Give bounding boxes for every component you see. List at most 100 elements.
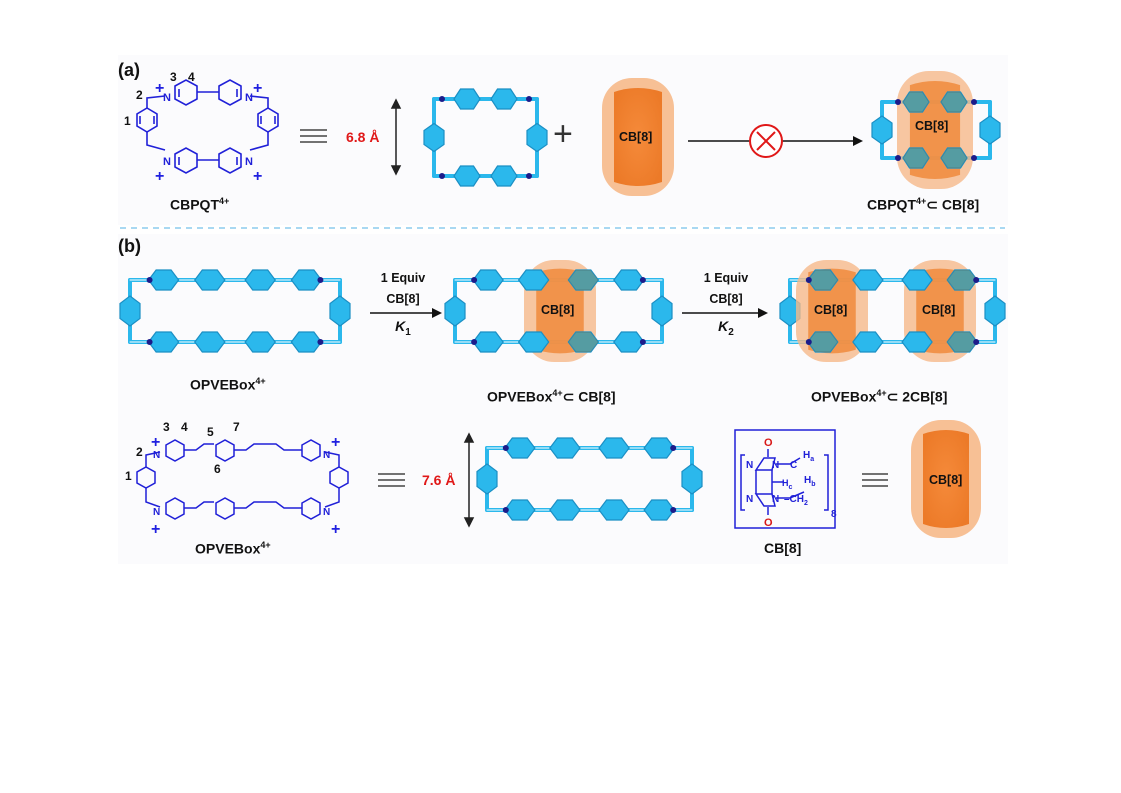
cb8-struct-n2: N xyxy=(772,460,779,471)
panel-a-label: (a) xyxy=(118,60,140,80)
shaded-ring xyxy=(941,148,967,168)
pyridinium-ring xyxy=(940,91,968,113)
panel-b-label: (b) xyxy=(118,236,141,256)
ring-top xyxy=(567,269,600,291)
cbpqt-atom-2: 2 xyxy=(136,88,143,102)
nitrogen-node xyxy=(317,277,324,283)
complex2-label: OPVEBox4+⊂ 2CB[8] xyxy=(811,388,948,405)
ring-top xyxy=(147,269,180,291)
nitrogen-node xyxy=(439,173,445,179)
ring-bottom xyxy=(549,499,581,521)
ring-top xyxy=(472,269,504,291)
pyridinium-ring xyxy=(490,88,518,110)
ring-bottom xyxy=(244,331,276,353)
ring-bottom xyxy=(807,331,839,353)
opvebox-atom-5: 5 xyxy=(207,425,214,439)
cbpqt-plus-4: + xyxy=(253,168,263,185)
phenylene-ring xyxy=(476,463,498,495)
nitrogen-node xyxy=(895,99,901,105)
nitrogen-node xyxy=(805,277,812,283)
opvebox-atom-2: 2 xyxy=(136,445,143,459)
phenylene-ring xyxy=(651,295,673,327)
nitrogen-node xyxy=(526,96,532,102)
cbpqt-n-bottom-right: N xyxy=(245,156,253,168)
pyridinium-ring xyxy=(453,88,481,110)
cb8-struct-o-bottom: O xyxy=(764,517,773,529)
shaded-ring xyxy=(807,332,838,352)
nitrogen-node xyxy=(639,339,646,345)
ring-top xyxy=(244,269,276,291)
no-reaction-arrow xyxy=(688,124,863,158)
nitrogen-node xyxy=(973,277,980,283)
nitrogen-node xyxy=(146,339,153,345)
opvebox-label-bottom: OPVEBox4+ xyxy=(195,540,271,557)
cb8-struct-n3: N xyxy=(746,494,753,505)
phenylene-ring xyxy=(329,295,351,327)
nitrogen-node xyxy=(895,155,901,161)
opvebox-n-3: N xyxy=(153,507,160,518)
opvebox-plus-4: + xyxy=(331,521,341,538)
nitrogen-node xyxy=(439,96,445,102)
pyridinium-ring xyxy=(940,147,968,169)
cb8-cartoon-b xyxy=(911,420,981,538)
ring-top xyxy=(549,437,581,459)
arrow2-equiv: 1 Equiv xyxy=(703,271,749,285)
nitrogen-node xyxy=(971,155,977,161)
cbpqt-atom-1: 1 xyxy=(124,114,131,128)
reaction-arrow-k1 xyxy=(370,308,442,318)
cb8-struct-hc: Hc xyxy=(782,478,793,491)
cb8-struct-hb: Hb xyxy=(804,475,816,488)
nitrogen-node xyxy=(526,173,532,179)
cb8-chemical-structure xyxy=(734,429,836,529)
complex-cb8-label-a: CB[8] xyxy=(915,119,949,133)
nitrogen-node xyxy=(973,339,980,345)
opvebox-atom-7: 7 xyxy=(233,420,240,434)
equivalence-symbol-b2 xyxy=(862,473,888,487)
distance-label-b: 7.6 Å xyxy=(422,472,456,488)
arrow1-equiv: 1 Equiv xyxy=(380,271,426,285)
nitrogen-node xyxy=(471,339,478,345)
cb8-structure-label: CB[8] xyxy=(764,540,802,556)
opvebox-plus-1: + xyxy=(151,434,161,451)
shaded-ring xyxy=(568,270,599,290)
cb8-struct-ha: Ha xyxy=(803,450,814,463)
cbpqt-atom-3: 3 xyxy=(170,70,177,84)
pyridinium-ring xyxy=(902,91,930,113)
nitrogen-node xyxy=(805,339,812,345)
distance-arrow-b xyxy=(463,432,475,528)
cbpqt-n-top-right: N xyxy=(245,92,253,104)
cb8-struct-n4: N xyxy=(772,494,779,505)
cb8-struct-ch2: –CH2 xyxy=(784,494,808,507)
shaded-ring xyxy=(947,332,978,352)
arrow2-reagent: CB[8] xyxy=(709,292,743,306)
ring-bottom xyxy=(901,331,933,353)
ring-bottom xyxy=(472,331,504,353)
opvebox-cb8-complex xyxy=(444,260,673,362)
complex-label-a: CBPQT4+⊂ CB[8] xyxy=(867,196,980,213)
opvebox-atom-3: 3 xyxy=(163,420,170,434)
opvebox-n-1: N xyxy=(153,450,160,461)
ring-bottom xyxy=(504,499,536,521)
opvebox-plus-2: + xyxy=(331,434,341,451)
opvebox-atom-6: 6 xyxy=(214,462,221,476)
nitrogen-node xyxy=(670,445,677,451)
ring-top xyxy=(901,269,933,291)
opvebox-chemical-structure xyxy=(136,439,349,520)
phenylene-ring xyxy=(979,115,1001,145)
cb8-struct-c: C xyxy=(790,460,797,471)
equivalence-symbol-b1 xyxy=(378,473,405,487)
opvebox-2cb8-complex xyxy=(779,260,1006,362)
ring-bottom xyxy=(517,331,550,353)
distance-arrow-a xyxy=(390,98,402,176)
complex1-cb8-label: CB[8] xyxy=(541,303,575,317)
arrow1-constant: K1 xyxy=(395,318,411,338)
nitrogen-node xyxy=(502,445,509,451)
phenylene-ring xyxy=(984,295,1006,327)
shaded-ring xyxy=(807,270,838,290)
shaded-ring xyxy=(568,332,599,352)
nitrogen-node xyxy=(146,277,153,283)
phenylene-ring xyxy=(444,295,466,327)
cb8-core xyxy=(916,268,964,354)
cb8-struct-o-top: O xyxy=(764,437,773,449)
ring-top xyxy=(807,269,839,291)
